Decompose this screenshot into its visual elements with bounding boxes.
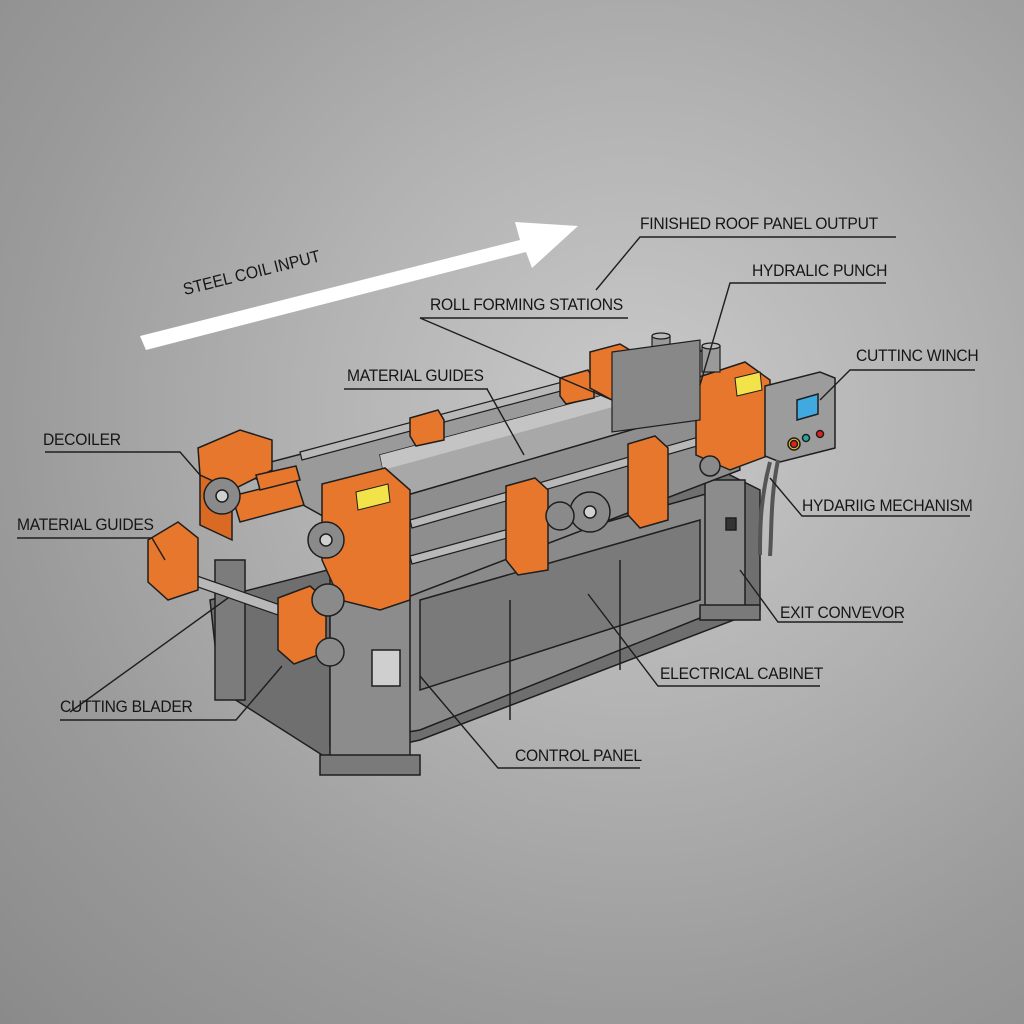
- callout-control-panel: CONTROL PANEL: [515, 746, 642, 765]
- callout-cutting-winch: CUTTINC WINCH: [856, 346, 979, 365]
- machine-base-frame: [209, 469, 761, 776]
- callout-material-guides-top: MATERIAL GUIDES: [347, 366, 484, 385]
- guide-shafts: [177, 371, 733, 623]
- callout-cutting-blade: CUTTING BLADER: [60, 697, 193, 716]
- callout-hydraulic-mechanism: HYDARIIG MECHANISM: [802, 496, 973, 515]
- callout-finished-output: FINISHED ROOF PANEL OUTPUT: [640, 214, 878, 233]
- screen-icon: [796, 393, 819, 421]
- flow-arrow-icon: [140, 222, 578, 350]
- callout-material-guides-left: MATERIAL GUIDES: [17, 515, 154, 534]
- callout-decoiler: DECOILER: [43, 430, 121, 449]
- hydraulic-cylinders: [611, 332, 721, 433]
- warning-plates: [355, 371, 763, 511]
- callout-roll-forming-stations: ROLL FORMING STATIONS: [430, 295, 623, 314]
- callout-leader-lines: [17, 236, 975, 769]
- callout-exit-conveyor: EXIT CONVEVOR: [780, 603, 905, 622]
- control-box: [725, 371, 836, 557]
- orange-guards: [147, 343, 771, 665]
- callout-hydraulic-punch: HYDRALIC PUNCH: [752, 261, 888, 280]
- callout-electrical-cabinet: ELECTRICAL CABINET: [660, 664, 824, 683]
- control-switch-box: [371, 649, 401, 687]
- gear-icons: [203, 455, 721, 667]
